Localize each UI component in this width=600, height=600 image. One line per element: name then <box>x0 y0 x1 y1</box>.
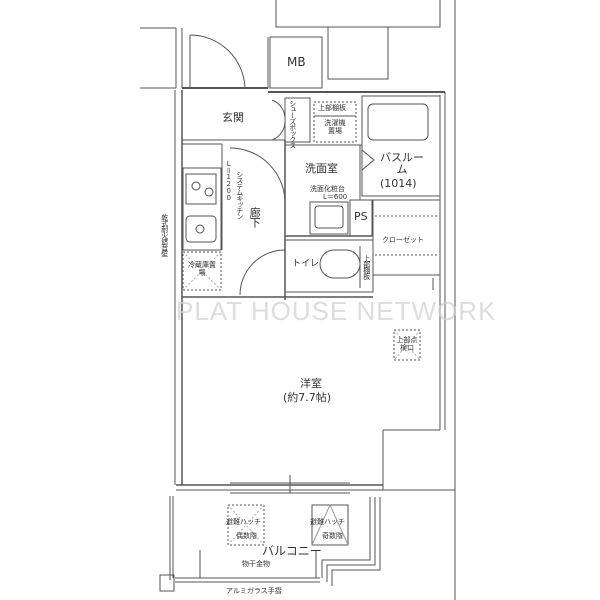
bathroom <box>361 95 441 197</box>
label-mb: MB <box>287 55 306 69</box>
label-shoe-box: シューズボックス <box>288 100 297 148</box>
label-fridge: 冷蔵庫置場 <box>188 261 216 277</box>
label-western-room-size: (約7.7帖) <box>283 391 332 404</box>
label-washer: 洗濯機置場 <box>324 119 346 135</box>
label-balcony: バルコニー <box>262 544 322 558</box>
label-inspection: 上部点検口 <box>396 336 418 352</box>
label-vanity-size: L＝600 <box>323 193 348 201</box>
label-hatch-even-floor: 偶数階 <box>236 532 257 540</box>
label-closet: クローゼット <box>382 236 424 244</box>
label-bath: バスルーム <box>380 151 424 177</box>
vanity <box>309 201 349 235</box>
label-toilet: トイレ <box>292 259 320 269</box>
label-kitchen-size: L＝1200 <box>224 160 233 201</box>
toilet-room <box>284 239 374 293</box>
toilet-bowl <box>319 249 361 279</box>
label-upper-shelf-1: 上部棚板 <box>318 104 346 112</box>
kitchen-counter <box>182 167 222 251</box>
label-ps: PS <box>354 210 368 223</box>
washer-space <box>313 101 357 143</box>
stove <box>185 173 217 205</box>
hatch-even <box>227 504 265 546</box>
bathtub <box>367 103 429 141</box>
drain <box>159 574 175 592</box>
label-hallway: 廊下 <box>248 207 262 227</box>
entry-door-swing <box>189 34 246 89</box>
upper-block <box>275 0 441 28</box>
label-western-room: 洋室 <box>300 377 322 390</box>
inspection-hatch <box>393 329 421 361</box>
upper-inner-block <box>327 26 389 80</box>
label-hatch-odd-floor: 奇数階 <box>322 532 343 540</box>
label-hatch-odd: 避難ハッチ <box>310 518 345 526</box>
label-washroom: 洗面室 <box>305 162 338 175</box>
label-upper-shelf-2: 上部棚板 <box>362 255 371 279</box>
label-bath-size: (1014) <box>380 177 417 190</box>
label-entrance: 玄関 <box>222 111 244 124</box>
sink <box>185 215 217 243</box>
label-railing: アルミガラス手摺 <box>226 587 282 595</box>
label-vanity: 洗面化粧台 <box>310 185 345 193</box>
label-wall: 乾式耐火遮音壁 <box>160 214 169 256</box>
label-kitchen: システムキッチン <box>235 171 244 219</box>
label-hatch-even: 避難ハッチ <box>226 518 261 526</box>
mb-box <box>269 36 323 89</box>
fridge-space <box>182 251 222 291</box>
watermark: PLAT HOUSE NETWORK <box>176 296 497 326</box>
closet <box>372 199 441 276</box>
label-drying-hardware: 物干金物 <box>242 560 270 568</box>
